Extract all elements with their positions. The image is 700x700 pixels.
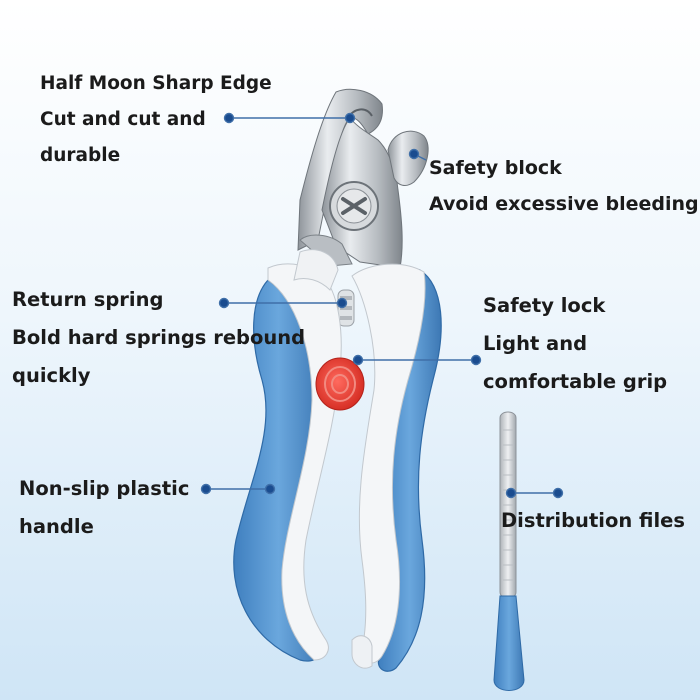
callout-safety-lock-line-1: Safety lock bbox=[483, 294, 606, 317]
right-handle bbox=[352, 264, 441, 671]
callout-non-slip-handle: Non-slip plastic handle bbox=[19, 470, 189, 546]
nail-file bbox=[494, 412, 524, 691]
file-handle bbox=[494, 596, 524, 691]
callout-half-moon-line-1: Half Moon Sharp Edge bbox=[40, 73, 272, 94]
callout-half-moon: Half Moon Sharp Edge Cut and cut and dur… bbox=[40, 66, 272, 174]
left-handle-white bbox=[268, 264, 341, 660]
callout-safety-lock-line-2: Light and bbox=[483, 332, 588, 355]
callout-return-spring: Return spring Bold hard springs rebound … bbox=[12, 281, 305, 395]
callout-safety-block-line-2: Avoid excessive bleeding bbox=[429, 193, 699, 215]
callout-half-moon-line-2: Cut and cut and bbox=[40, 109, 206, 130]
right-handle-white bbox=[352, 264, 425, 663]
clipper-blades bbox=[298, 89, 428, 268]
callout-safety-block: Safety block Avoid excessive bleeding bbox=[429, 150, 699, 222]
callout-non-slip-line-1: Non-slip plastic bbox=[19, 477, 190, 500]
callout-half-moon-line-3: durable bbox=[40, 145, 121, 166]
callout-safety-block-line-1: Safety block bbox=[429, 157, 562, 179]
callout-non-slip-line-2: handle bbox=[19, 515, 94, 538]
callout-return-spring-line-3: quickly bbox=[12, 364, 91, 387]
callout-lines bbox=[202, 114, 563, 498]
callout-return-spring-line-2: Bold hard springs rebound bbox=[12, 326, 306, 349]
callout-distribution-files: Distribution files bbox=[501, 503, 685, 539]
callout-files-line-1: Distribution files bbox=[501, 509, 685, 532]
safety-block bbox=[388, 131, 428, 185]
callout-safety-lock: Safety lock Light and comfortable grip bbox=[483, 287, 667, 401]
callout-return-spring-line-1: Return spring bbox=[12, 288, 164, 311]
safety-lock-button bbox=[316, 358, 364, 410]
callout-safety-lock-line-3: comfortable grip bbox=[483, 370, 668, 393]
return-spring bbox=[338, 290, 354, 326]
left-handle bbox=[234, 250, 341, 661]
